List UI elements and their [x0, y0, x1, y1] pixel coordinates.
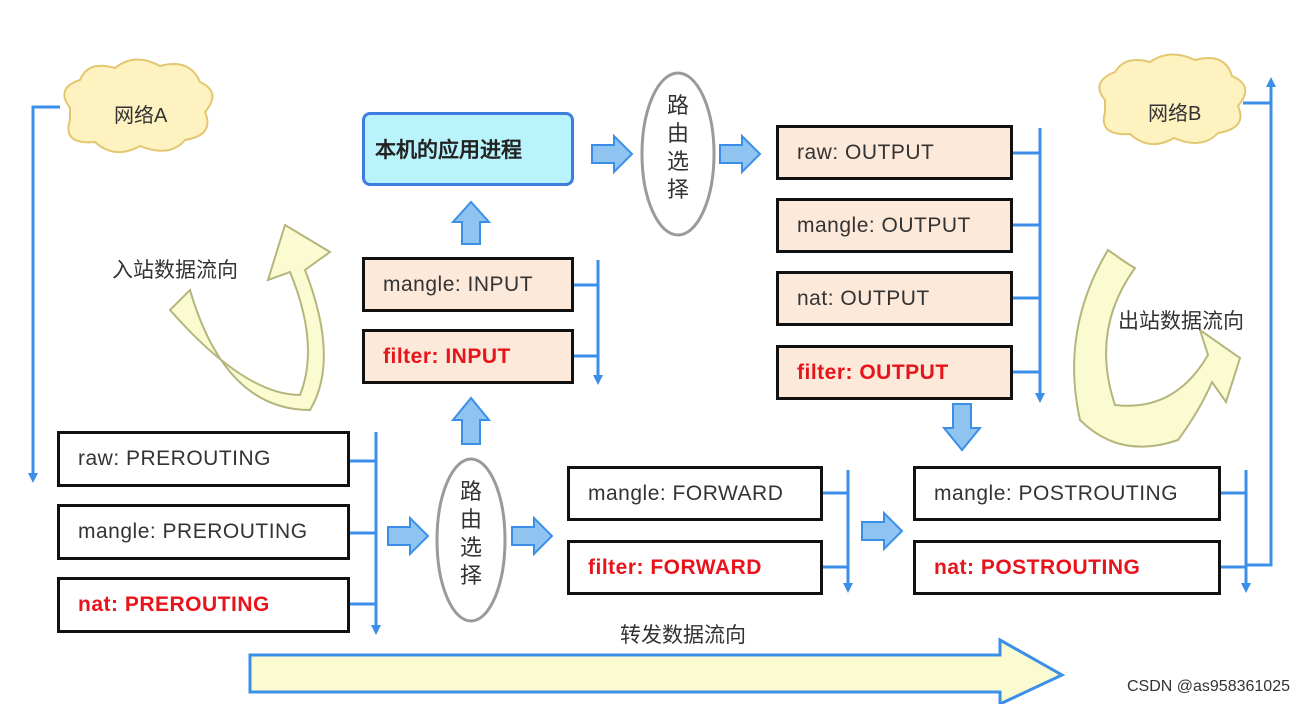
inbound-label: 入站数据流向	[112, 259, 238, 282]
forward-big-arrow	[248, 637, 1066, 704]
arrow-app-to-route	[591, 133, 634, 175]
routing-char: 路	[459, 479, 482, 504]
block-arrows	[387, 133, 983, 557]
chain-nat-prerouting: nat: PREROUTING	[57, 577, 350, 633]
routing-char: 路	[666, 93, 689, 118]
routing-ellipse-top	[640, 71, 716, 237]
network-b-cloud	[1098, 53, 1247, 145]
routing-char: 由	[666, 121, 689, 146]
chain-nat-output: nat: OUTPUT	[776, 271, 1013, 326]
chain-mangle-output: mangle: OUTPUT	[776, 198, 1013, 253]
arrow-output-to-postrouting	[941, 403, 983, 452]
line-network-a-in	[28, 105, 60, 483]
routing-ellipse-bottom	[435, 457, 507, 623]
arrow-route-to-input	[450, 396, 492, 445]
arrow-prerouting-to-route	[387, 515, 430, 557]
routing-char: 选	[666, 149, 689, 174]
outbound-label: 出站数据流向	[1118, 310, 1244, 333]
line-network-b-out	[1246, 77, 1276, 567]
bracket-prerouting	[348, 432, 376, 630]
routing-char: 择	[459, 563, 482, 588]
connector-lines	[28, 77, 1276, 630]
chain-filter-forward: filter: FORWARD	[567, 540, 823, 595]
chain-mangle-postrouting: mangle: POSTROUTING	[913, 466, 1221, 521]
chain-mangle-prerouting: mangle: PREROUTING	[57, 504, 350, 560]
network-a-cloud	[63, 58, 214, 153]
arrow-route-to-output	[719, 133, 762, 175]
bracket-forward	[822, 470, 848, 588]
bracket-output	[1012, 128, 1040, 398]
outbound-curve-arrow	[1073, 248, 1242, 448]
routing-decision-bottom: 路 由 选 择	[441, 478, 501, 590]
chain-filter-output: filter: OUTPUT	[776, 345, 1013, 400]
inbound-curve-arrow	[168, 223, 332, 412]
chain-mangle-input: mangle: INPUT	[362, 257, 574, 312]
bracket-input	[572, 260, 598, 380]
routing-char: 选	[459, 535, 482, 560]
local-process-box: 本机的应用进程	[362, 112, 574, 186]
network-a-label: 网络A	[114, 105, 168, 127]
arrow-input-to-app	[450, 200, 492, 245]
arrow-route-to-forward	[511, 515, 554, 557]
routing-char: 由	[459, 507, 482, 532]
chain-raw-prerouting: raw: PREROUTING	[57, 431, 350, 487]
routing-char: 择	[666, 177, 689, 202]
routing-decision-top: 路 由 选 择	[648, 92, 708, 204]
network-b-label: 网络B	[1148, 103, 1202, 125]
forward-label: 转发数据流向	[620, 624, 746, 647]
chain-mangle-forward: mangle: FORWARD	[567, 466, 823, 521]
arrow-forward-to-postrouting	[861, 510, 904, 552]
watermark: CSDN @as958361025	[1126, 678, 1290, 695]
chain-nat-postrouting: nat: POSTROUTING	[913, 540, 1221, 595]
bracket-postrouting	[1220, 470, 1246, 588]
chain-raw-output: raw: OUTPUT	[776, 125, 1013, 180]
chain-filter-input: filter: INPUT	[362, 329, 574, 384]
